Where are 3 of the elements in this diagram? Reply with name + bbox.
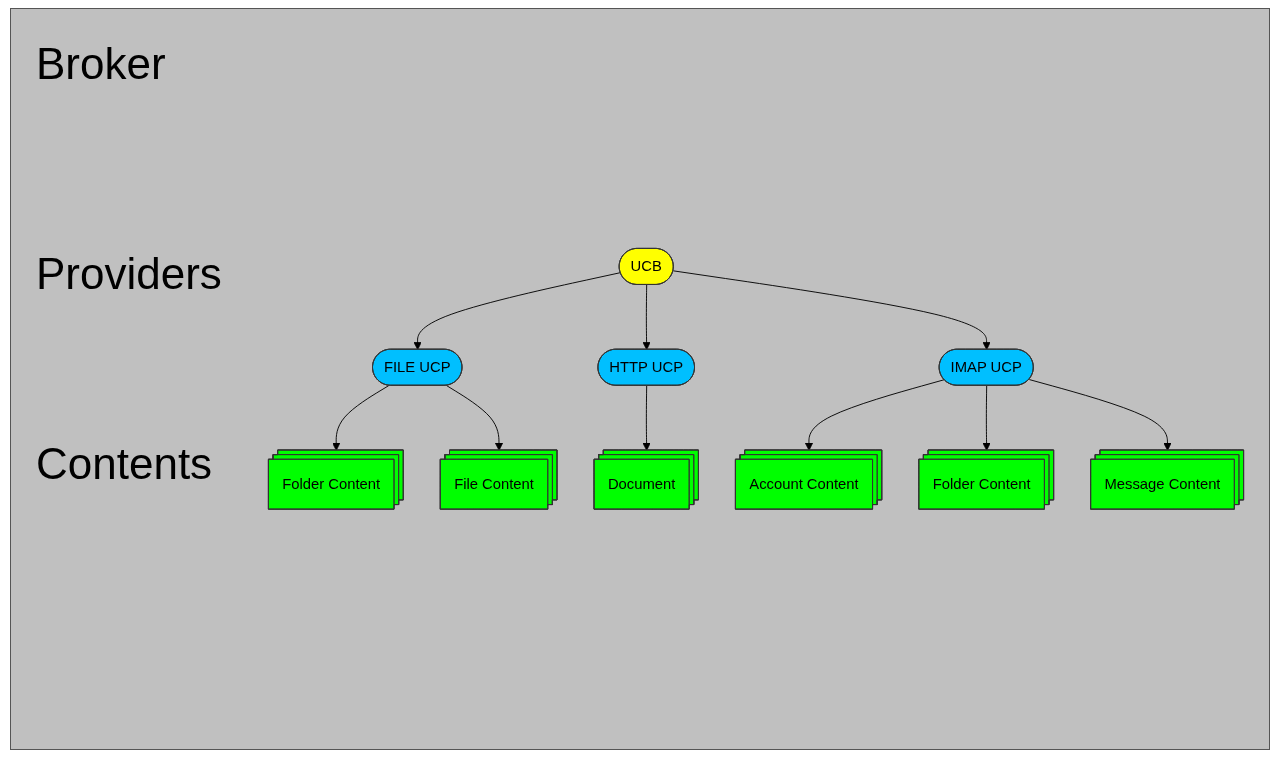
layer-label: Contents [36, 439, 213, 489]
layer-label: Broker [36, 39, 166, 89]
layer-label: Providers [36, 249, 222, 299]
